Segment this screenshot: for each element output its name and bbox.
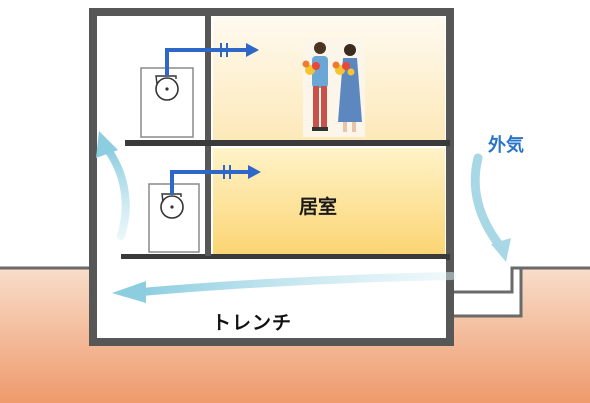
upper-supply-arrow <box>165 43 259 76</box>
room-label: 居室 <box>299 196 338 218</box>
lower-room <box>213 148 445 254</box>
upper-fan-unit <box>140 67 194 138</box>
trench-outer-notch <box>450 268 523 318</box>
ground-line <box>0 266 590 294</box>
outside-airflow-arrowhead <box>491 238 511 262</box>
lower-fan-unit <box>148 183 200 253</box>
couple-with-flowers-icon <box>302 38 365 137</box>
trench <box>97 259 446 338</box>
ground <box>0 268 590 403</box>
outside-airflow-arrow <box>470 153 505 251</box>
shaft-airflow-arrow <box>104 146 130 240</box>
building-outline <box>89 8 454 346</box>
trench-label: トレンチ <box>212 312 293 334</box>
trench-airflow-arrowhead <box>112 281 146 303</box>
lower-supply-arrow <box>170 165 261 194</box>
trench-airflow-arrow <box>138 272 456 296</box>
shaft-airflow-arrowhead <box>96 131 118 158</box>
outside-air-label: 外気 <box>488 135 524 156</box>
